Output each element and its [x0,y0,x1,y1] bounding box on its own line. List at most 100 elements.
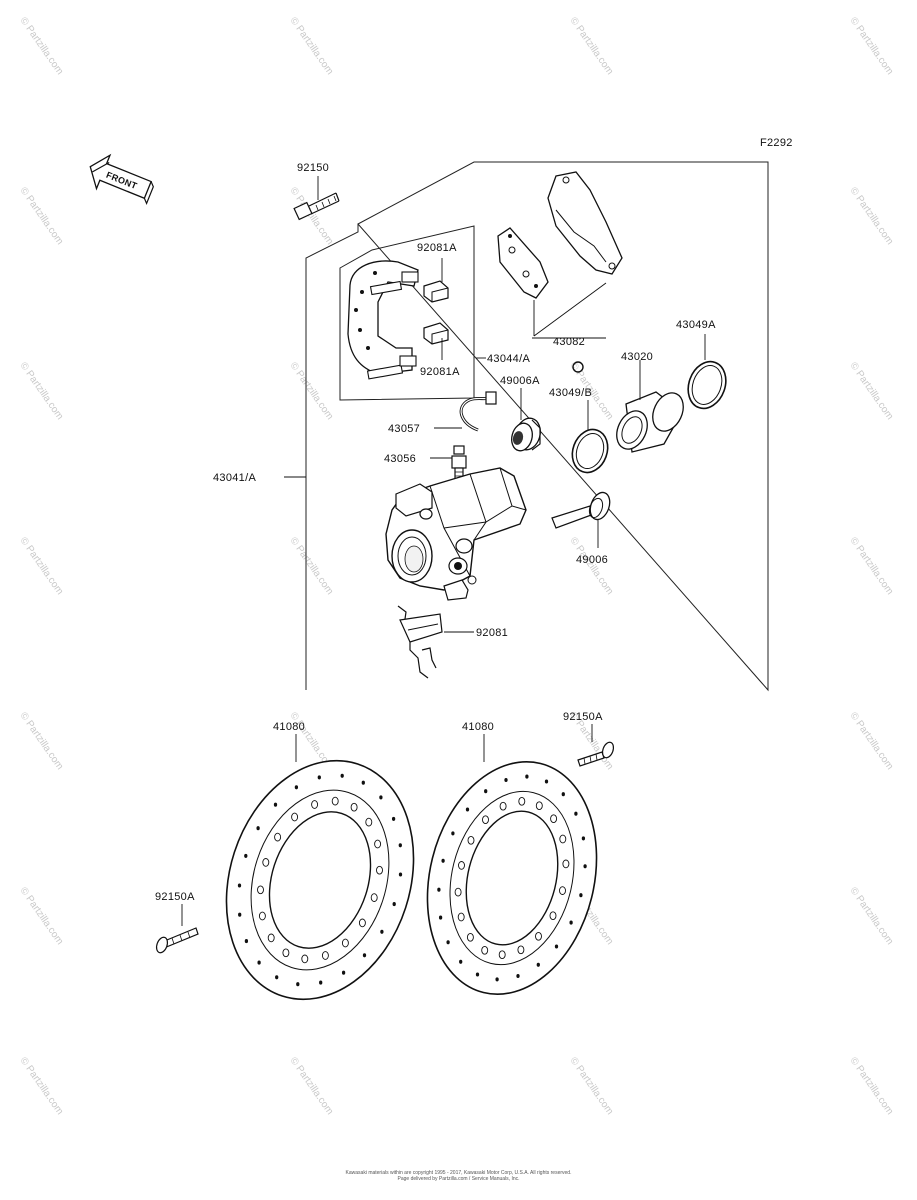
disc-right-hole [457,912,465,922]
callout-43057: 43057 [388,423,420,435]
disc-left-hole [282,948,290,958]
watermark-text: © Partzilla.com [288,1055,336,1117]
watermark-text: © Partzilla.com [18,535,66,597]
disc-right-hole [562,859,570,869]
brake-pad-inner [497,227,549,299]
watermark-text: © Partzilla.com [18,885,66,947]
watermark-text: © Partzilla.com [848,15,896,77]
copyright-notice: Kawasaki materials within are copyright … [0,1170,917,1182]
disc-right-hole [475,972,480,977]
disc-right-hole [459,959,463,964]
disc-left-hole [341,938,349,948]
disc-left-hole [350,802,358,812]
disc-right-hole [554,944,559,949]
disc-left-hole [267,933,275,943]
callout-43049B: 43049/B [549,387,592,399]
brake-disc-right [426,760,598,996]
caliper-body [385,467,527,601]
disc-left-hole [273,802,278,807]
disc-left-hole [237,883,242,888]
disc-right-hole [495,977,499,982]
disc-right-hole [451,831,455,836]
callout-43049A: 43049A [676,319,716,331]
disc-right-hole [583,864,587,869]
disc-right-hole [499,801,507,811]
disc-right-hole [454,887,462,897]
callout-92081A-top: 92081A [417,242,457,254]
disc-right-hole [517,945,525,955]
leader-lines [181,176,706,926]
disc-right-hole [467,835,475,845]
disc-left-hole [311,800,319,809]
spring-92081 [397,605,443,679]
watermark-text: © Partzilla.com [18,185,66,247]
disc-right-hole [535,801,543,811]
watermark-text: © Partzilla.com [18,1055,66,1117]
callout-92081: 92081 [476,627,508,639]
disc-left-hole [376,865,383,875]
disc-right-hole [559,834,567,844]
piston-seal-43049B [571,428,609,474]
disc-right-hole [581,836,586,841]
callout-92150A-right: 92150A [563,711,603,723]
watermark-text: © Partzilla.com [18,710,66,772]
watermark-text: © Partzilla.com [848,885,896,947]
disc-left-hole [294,785,299,790]
callout-43056: 43056 [384,453,416,465]
watermark-text: © Partzilla.com [568,535,616,597]
caliper-assembly-frame [305,161,769,692]
piston-seal-43049A [687,360,727,410]
copyright-line-1: Kawasaki materials within are copyright … [345,1170,572,1176]
disc-left-hole [321,951,329,960]
disc-right-hole [482,815,489,825]
disc-right-hole [437,887,441,892]
small-ring-icon [572,361,584,373]
disc-left-hole [257,960,261,965]
disc-left-hole [319,980,323,985]
pad-spring-92081A-bottom [423,322,449,345]
watermark-text: © Partzilla.com [848,185,896,247]
disc-right-hole [536,962,540,967]
callout-43044A: 43044/A [487,353,530,365]
disc-right-hole [458,861,465,870]
disc-left-hole [365,817,373,827]
disc-right-hole [438,915,443,920]
disc-right-hole [559,886,566,895]
disc-left-hole [238,912,242,917]
pad-spring-92081A-top [423,280,449,303]
piston-43020 [616,391,684,453]
disc-left-hole [244,853,248,858]
disc-right-hole [465,807,470,812]
disc-right-hole [561,792,565,797]
disc-left-hole [256,826,260,831]
disc-right-hole [466,932,474,942]
holder-subassembly-frame [339,225,475,401]
watermark-text: © Partzilla.com [288,535,336,597]
disc-left-hole [244,939,249,944]
callout-49006: 49006 [576,554,608,566]
disc-left-hole [380,929,384,934]
disc-left-hole [370,893,378,902]
disc-bolt-right [577,741,615,767]
figure-code: F2292 [760,137,793,149]
watermark-text: © Partzilla.com [848,710,896,772]
banjo-pipe-43057 [459,391,497,432]
disc-left-hole [362,953,367,958]
watermark-text: © Partzilla.com [288,15,336,77]
watermark-text: © Partzilla.com [18,360,66,422]
disc-left-hole [379,795,383,800]
disc-right-hole [574,811,578,816]
disc-right-hole [569,920,573,925]
disc-left-hole [331,796,339,806]
disc-left-hole [361,780,365,785]
disc-right-hole [518,796,526,806]
disc-left-hole [374,839,382,849]
callout-43020: 43020 [621,351,653,363]
disc-left-hole [341,970,346,975]
disc-right-hole [535,931,542,941]
disc-left-hole [398,843,402,848]
disc-left-hole [275,975,279,980]
disc-right-hole [516,973,520,979]
disc-bolt-left [155,927,199,954]
